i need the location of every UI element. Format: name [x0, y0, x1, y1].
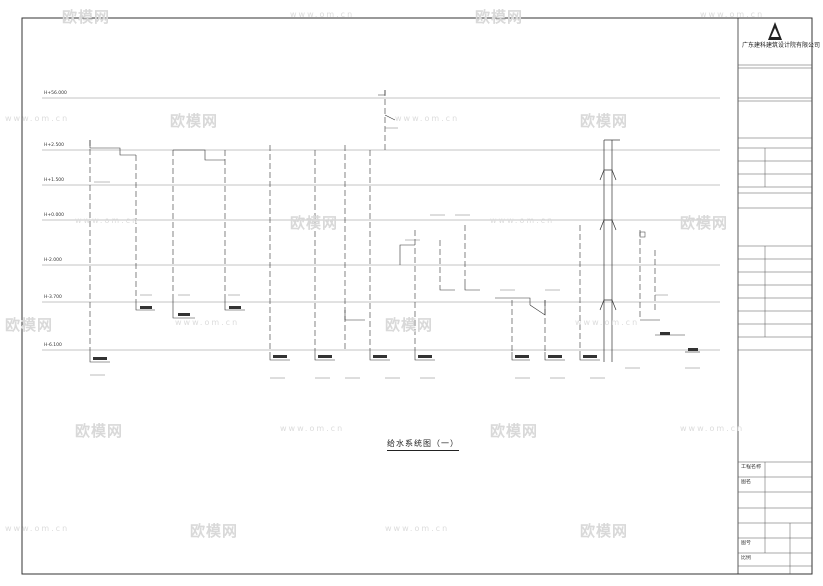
pipe-risers	[89, 90, 656, 352]
project-name-label: 工程名称	[741, 464, 762, 470]
valve-symbols	[93, 231, 698, 360]
label-leaders	[94, 127, 668, 296]
level-label: H+1.500	[44, 178, 65, 183]
level-label: H+56.000	[44, 91, 67, 96]
title-block-grid	[738, 64, 812, 574]
company-name: 广东建科建筑设计院有限公司	[742, 42, 821, 49]
drawing-name-label: 图名	[741, 479, 752, 485]
company-logo-icon	[768, 22, 782, 40]
level-label: H-3.700	[44, 295, 62, 300]
sheet-border	[21, 17, 813, 575]
main-riser	[599, 139, 620, 362]
scale-label: 比例	[741, 555, 752, 561]
floor-level-lines	[42, 97, 720, 351]
level-label: H-6.100	[44, 343, 62, 348]
level-label: H-2.000	[44, 258, 62, 263]
pipe-branches	[89, 90, 700, 363]
drawing-title: 给水系统图（一）	[387, 438, 459, 451]
pipe-end-tags	[90, 367, 700, 379]
drawing-number-label: 图号	[741, 540, 752, 546]
level-label: H+2.500	[44, 143, 65, 148]
level-label: H+0.000	[44, 213, 65, 218]
